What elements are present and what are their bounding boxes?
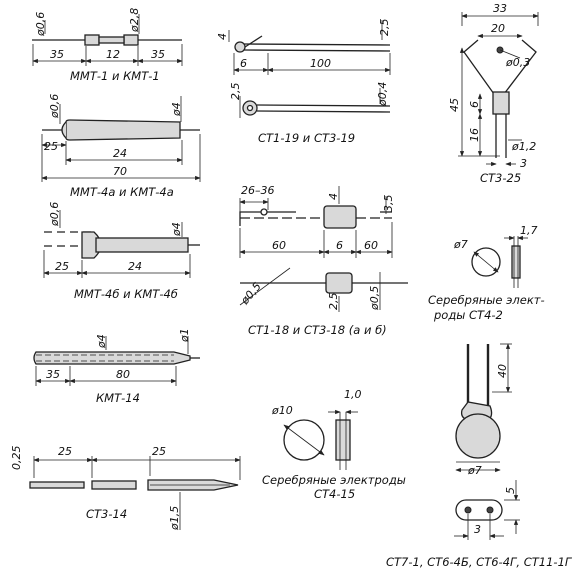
mmt4a-total-length: 70 bbox=[113, 165, 127, 178]
st119-head-length: 6 bbox=[240, 57, 247, 70]
st314-lead-diameter: ø1,5 bbox=[168, 506, 181, 531]
mmt1-drawing: ø0,6 ø2,8 35 12 35 ММТ-1 и КМТ-1 bbox=[32, 8, 183, 83]
mmt4b-lead-diameter: ø0,6 bbox=[48, 202, 61, 227]
st118-caption: СТ1-18 и СТ3-18 (а и б) bbox=[248, 323, 387, 337]
st415-caption-line1: Серебряные электроды bbox=[262, 473, 406, 487]
kmt14-body-diameter: ø4 bbox=[95, 334, 108, 349]
st7-thickness: 5 bbox=[504, 487, 517, 494]
st325-lead-length: 16 bbox=[468, 128, 481, 142]
st119-lead-length: 100 bbox=[310, 57, 331, 70]
st119-head-height: 4 bbox=[216, 33, 229, 40]
st118-body-thickness: 2,5 bbox=[327, 293, 340, 311]
st119-pitch: 2,5 bbox=[378, 19, 391, 37]
st415-caption-line2: СТ4-15 bbox=[314, 487, 355, 501]
st415-thickness: 1,0 bbox=[344, 388, 362, 401]
mmt4a-lead-length: 25 bbox=[44, 140, 58, 153]
st118-body-height: 4 bbox=[327, 193, 340, 200]
st118-lead-offset: 3,5 bbox=[382, 195, 395, 213]
mmt1-caption: ММТ-1 и КМТ-1 bbox=[70, 69, 160, 83]
st314-thickness: 0,25 bbox=[10, 446, 23, 471]
mmt4a-body-length: 24 bbox=[113, 147, 127, 160]
mmt1-body-diameter: ø2,8 bbox=[128, 8, 141, 33]
st415-drawing: ø10 1,0 Серебряные электроды СТ4-15 bbox=[262, 388, 406, 501]
st325-width: 33 bbox=[493, 2, 507, 15]
st118-body-length: 6 bbox=[336, 239, 343, 252]
st7-lead-pitch: 3 bbox=[474, 523, 481, 536]
st325-height: 45 bbox=[448, 98, 461, 112]
kmt14-caption: КМТ-14 bbox=[96, 391, 140, 405]
mmt4b-caption: ММТ-4б и КМТ-4б bbox=[74, 287, 178, 301]
st325-bead-diameter: ø0,3 bbox=[505, 56, 530, 69]
st325-lead-diameter: ø1,2 bbox=[511, 140, 536, 153]
kmt14-drawing: ø4 ø1 35 80 КМТ-14 bbox=[33, 328, 200, 405]
kmt14-lead-length: 35 bbox=[46, 368, 60, 381]
mmt1-lead-diameter: ø0,6 bbox=[34, 12, 47, 37]
st118-drawing: 26–36 4 3,5 60 6 60 ø0,5 2,5 ø0,5 СТ1-18… bbox=[238, 184, 408, 337]
mmt4a-body-diameter: ø4 bbox=[170, 102, 183, 117]
st325-drawing: 33 20 ø0,3 45 6 16 ø1,2 3 СТ3-25 bbox=[448, 2, 539, 185]
st118-lead-diameter-b: ø0,5 bbox=[368, 286, 381, 311]
st314-caption: СТ3-14 bbox=[86, 507, 127, 521]
st325-body-height: 6 bbox=[468, 101, 481, 108]
st119-caption: СТ1-19 и СТ3-19 bbox=[258, 131, 355, 145]
mmt4b-lead-length: 25 bbox=[55, 260, 69, 273]
st118-bend-length: 26–36 bbox=[241, 184, 275, 197]
st42-drawing: ø7 1,7 Серебряные элект- роды СТ4-2 bbox=[428, 224, 545, 322]
mmt4b-body-length: 24 bbox=[128, 260, 142, 273]
mmt4a-caption: ММТ-4а и КМТ-4а bbox=[70, 185, 174, 199]
mmt4b-body-diameter: ø4 bbox=[170, 222, 183, 237]
st118-lead-length-right: 60 bbox=[364, 239, 378, 252]
st314-drawing: 0,25 ø1,5 25 25 СТ3-14 bbox=[10, 445, 241, 531]
st42-caption-line2: роды СТ4-2 bbox=[433, 308, 503, 322]
st314-length-2: 25 bbox=[152, 445, 166, 458]
st119-bead-diameter: 2,5 bbox=[229, 83, 242, 101]
st119-drawing: 4 2,5 6 100 2,5 ø0,4 СТ1-19 и СТ3-19 bbox=[216, 19, 391, 146]
st42-thickness: 1,7 bbox=[520, 224, 538, 237]
mmt4a-drawing: ø0,6 ø4 25 24 70 ММТ-4а и КМТ-4а bbox=[41, 94, 201, 199]
mmt4b-drawing: ø0,6 ø4 25 24 ММТ-4б и КМТ-4б bbox=[43, 202, 200, 301]
kmt14-lead-diameter: ø1 bbox=[178, 328, 191, 343]
mmt4a-lead-diameter: ø0,6 bbox=[48, 94, 61, 119]
st42-caption-line1: Серебряные элект- bbox=[428, 293, 545, 307]
st42-disc-diameter: ø7 bbox=[453, 238, 468, 251]
st325-caption: СТ3-25 bbox=[480, 171, 521, 185]
st314-length-1: 25 bbox=[58, 445, 72, 458]
kmt14-body-length: 80 bbox=[116, 368, 130, 381]
st325-inner-width: 20 bbox=[491, 22, 505, 35]
mmt1-lead-length-left: 35 bbox=[50, 48, 64, 61]
st325-lead-pitch: 3 bbox=[520, 157, 527, 170]
st7-drawing: 40 ø7 5 3 СТ7-1, СТ6-4Б, СТ6-4Г, СТ11-1Г bbox=[386, 343, 573, 569]
st415-disc-diameter: ø10 bbox=[271, 404, 293, 417]
st7-caption: СТ7-1, СТ6-4Б, СТ6-4Г, СТ11-1Г bbox=[386, 555, 573, 569]
st7-disc-diameter: ø7 bbox=[467, 464, 482, 477]
mmt1-body-length: 12 bbox=[106, 48, 120, 61]
mmt1-lead-length-right: 35 bbox=[151, 48, 165, 61]
st119-lead-diameter: ø0,4 bbox=[376, 82, 389, 107]
st118-lead-length-left: 60 bbox=[272, 239, 286, 252]
st7-lead-length: 40 bbox=[496, 364, 509, 378]
